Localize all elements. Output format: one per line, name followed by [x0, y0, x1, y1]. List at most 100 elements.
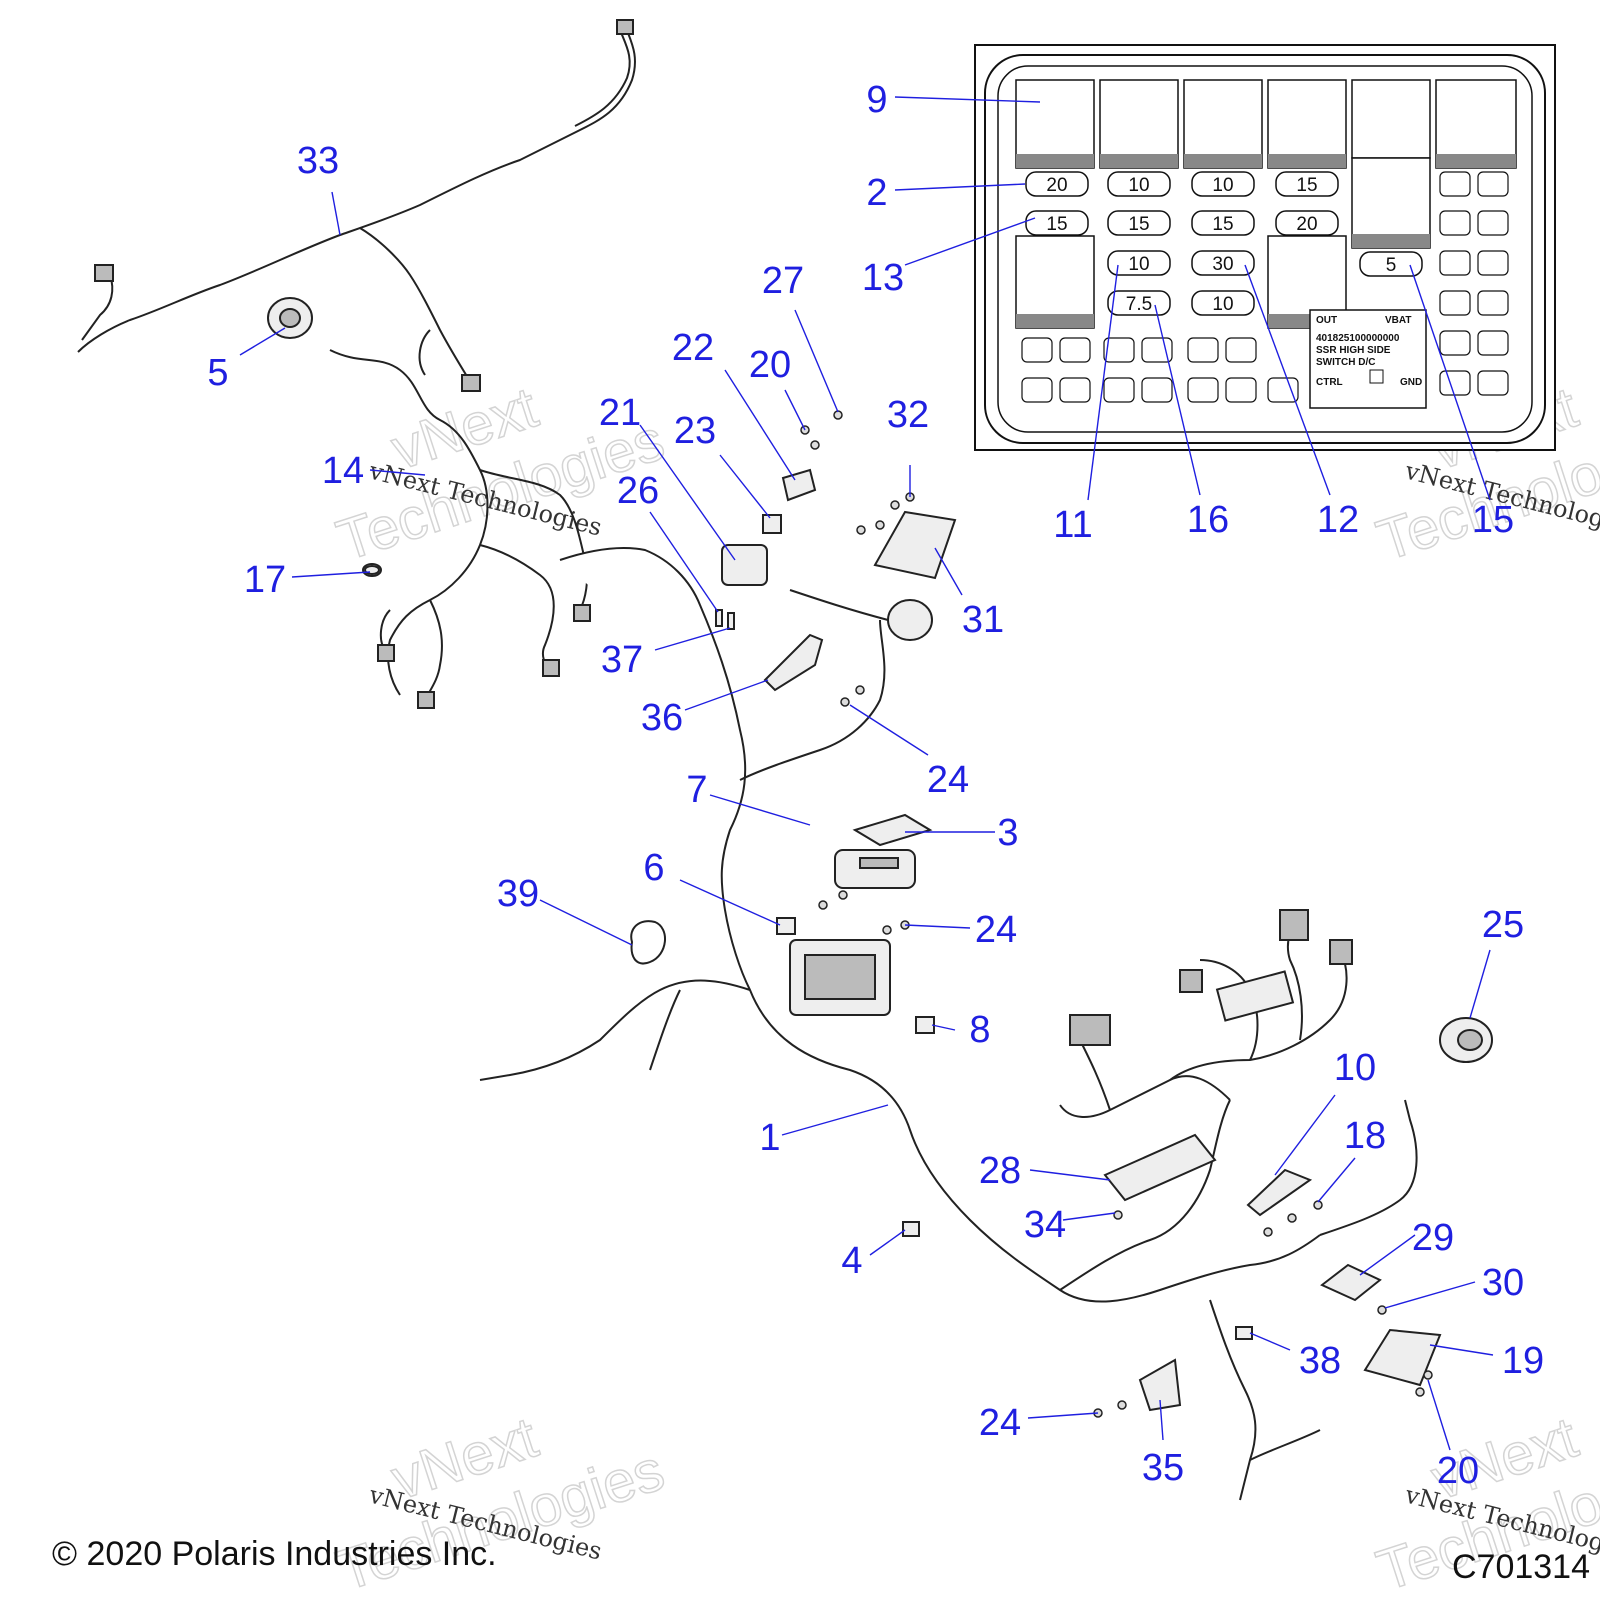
main-harness-branch [479, 979, 751, 1081]
callout-14: 14 [322, 450, 364, 492]
connector [1069, 1014, 1111, 1046]
relay-base [1436, 154, 1516, 168]
fuse-rating: 5 [1386, 255, 1397, 276]
leader-lines [239, 96, 1494, 1451]
relay [1351, 79, 1431, 159]
connector-housing [887, 599, 933, 641]
clip [776, 917, 796, 935]
callout-11: 11 [1053, 504, 1092, 546]
fuse-rating: 20 [1046, 175, 1067, 196]
bracket [1138, 1358, 1182, 1412]
callout-13: 13 [862, 257, 904, 299]
fuse-box-cells [804, 954, 876, 1000]
connector [616, 19, 634, 35]
connector [902, 1221, 920, 1237]
connector [573, 604, 591, 622]
callout-19: 19 [1502, 1340, 1544, 1382]
fuse-rating: 10 [1128, 254, 1149, 275]
fuse-rating: 15 [1212, 214, 1233, 235]
clip [915, 1016, 935, 1034]
bracket [781, 468, 817, 502]
bracket [763, 633, 824, 692]
fuse-20: 20 [1025, 171, 1089, 197]
relay-line1: SSR HIGH SIDE [1316, 345, 1391, 356]
fuse-10: 10 [1107, 250, 1171, 276]
relay-gnd-label: GND [1400, 377, 1422, 388]
relay-base [1268, 154, 1346, 168]
callout-24: 24 [975, 909, 1017, 951]
main-harness-branch [649, 989, 681, 1071]
callout-32: 32 [887, 394, 929, 436]
leader [784, 389, 806, 431]
leader [894, 183, 1026, 191]
leader [1274, 1094, 1336, 1176]
fuse-rating: 15 [1296, 175, 1317, 196]
clip [762, 514, 782, 534]
relay [1267, 79, 1347, 169]
leader [1409, 264, 1491, 501]
leader [719, 454, 771, 519]
relay [1015, 235, 1095, 329]
callout-18: 18 [1344, 1115, 1386, 1157]
leader [1429, 1344, 1494, 1356]
mount-bracket [1246, 1168, 1313, 1217]
control-module [1363, 1328, 1442, 1387]
relay [1435, 79, 1517, 169]
connector [1279, 909, 1309, 941]
callout-29: 29 [1412, 1217, 1454, 1259]
relay-vbat-label: VBAT [1385, 315, 1411, 326]
fuse-rating: 10 [1212, 294, 1233, 315]
fuse-15: 15 [1191, 210, 1255, 236]
relay [1183, 79, 1263, 169]
pigtail [789, 589, 889, 621]
callout-21: 21 [599, 392, 641, 434]
leader [1427, 1379, 1451, 1451]
callout-10: 10 [1334, 1047, 1376, 1089]
callout-16: 16 [1187, 499, 1229, 541]
front-harness [1169, 949, 1348, 1081]
relay-block [1215, 970, 1295, 1022]
fuse-box-outer-shell [984, 54, 1546, 444]
relay-ctrl-label: CTRL [1316, 377, 1343, 388]
connector [1235, 1326, 1253, 1340]
fuse-rating: 10 [1212, 175, 1233, 196]
callout-17: 17 [244, 559, 286, 601]
leader [894, 96, 1041, 103]
leader [1359, 1234, 1416, 1276]
callout-38: 38 [1299, 1340, 1341, 1382]
callout-34: 34 [1024, 1204, 1066, 1246]
leader [679, 879, 781, 926]
leader [1469, 949, 1491, 1019]
main-harness-branch [1319, 1099, 1418, 1236]
callout-22: 22 [672, 327, 714, 369]
relay-base [1100, 154, 1178, 168]
relay [1015, 79, 1095, 169]
fuse-rating: 10 [1128, 175, 1149, 196]
bracket [1320, 1263, 1382, 1302]
callout-39: 39 [497, 873, 539, 915]
leader [1029, 1169, 1111, 1181]
relay-base [1016, 154, 1094, 168]
connector [461, 374, 481, 392]
fuse-rating: 20 [1296, 214, 1317, 235]
rear-harness-branch [418, 329, 431, 376]
leader [1159, 1399, 1164, 1441]
connector [377, 644, 395, 662]
left-harness [329, 349, 489, 696]
relay-base [1352, 234, 1430, 248]
callout-31: 31 [962, 599, 1004, 641]
leader [649, 511, 719, 613]
fuse-rating: 30 [1212, 254, 1233, 275]
leader [934, 547, 963, 596]
relay [1099, 79, 1179, 169]
callout-20: 20 [749, 344, 791, 386]
rear-harness-branch [359, 227, 469, 379]
callout-23: 23 [674, 410, 716, 452]
connector-block [1103, 1133, 1217, 1202]
fuse-15: 15 [1275, 171, 1339, 197]
callout-2: 2 [866, 172, 887, 214]
callout-4: 4 [841, 1240, 862, 1282]
callout-36: 36 [641, 697, 683, 739]
leader [1154, 304, 1201, 496]
ssr-relay-module: OUT VBAT 401825100000000 SSR HIGH SIDE S… [1309, 309, 1427, 409]
